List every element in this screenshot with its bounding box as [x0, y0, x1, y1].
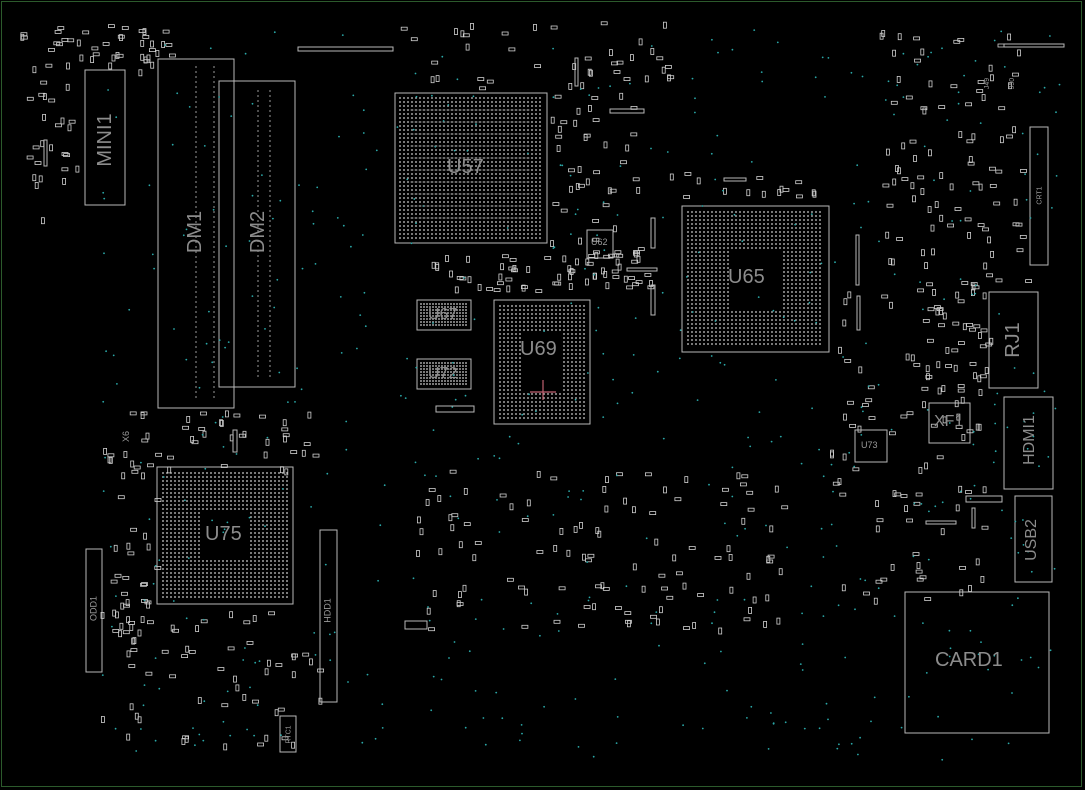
card1-outline: [904, 591, 1050, 734]
connector-bar-7: [925, 520, 957, 525]
connector-bar-2: [609, 108, 645, 114]
vertical-bar-7: [232, 429, 238, 453]
vertical-bar-4: [650, 284, 656, 316]
pads-center-lower: [416, 469, 789, 635]
label-usb2: USB2: [1023, 519, 1040, 561]
label-u69: U69: [520, 338, 557, 360]
u72-pad-grid: [420, 362, 467, 385]
pads-right-top: [879, 30, 1032, 293]
label-dm2: DM2: [247, 210, 269, 254]
pads-left-lower: [103, 410, 320, 476]
pads-right-cluster: [921, 281, 994, 393]
label-j49: J49: [984, 77, 992, 90]
u67-outline: [416, 299, 472, 331]
pads-bottom-left: [100, 611, 325, 751]
u72-outline: [416, 358, 472, 390]
label-j50: J50: [1009, 77, 1017, 90]
connector-bar-4: [626, 267, 658, 272]
usb2-outline: [1014, 495, 1053, 583]
u75-outline: [156, 466, 294, 605]
label-odd1: ODD1: [88, 596, 99, 622]
label-hdmi1: HDMI1: [1021, 415, 1038, 465]
u69-outline: [493, 299, 591, 425]
u62-outline: [586, 229, 614, 259]
bga-pad-grids: [162, 97, 821, 598]
connector-bar-3: [723, 177, 747, 182]
u69-pad-grid: [499, 305, 585, 419]
label-u62: U62: [591, 237, 608, 247]
pads-center-row: [431, 250, 655, 294]
label-u57: U57: [447, 156, 484, 178]
label-rtc1: RTC1: [285, 725, 293, 744]
u75-pad-grid: [162, 472, 288, 598]
u67-pad-grid: [420, 303, 467, 326]
connector-bar-8: [404, 620, 428, 630]
u73-outline: [854, 429, 888, 463]
vertical-bar-6: [971, 507, 976, 529]
label-u75: U75: [205, 523, 242, 545]
vertical-bar-3: [650, 217, 656, 249]
label-rj1: RJ1: [1002, 322, 1024, 358]
connector-bar-1: [1003, 43, 1065, 48]
pads-right-mid: [830, 282, 993, 605]
label-mini1: MINI1: [94, 113, 116, 167]
pads-top-left: [20, 24, 176, 77]
odd1-outline: [85, 548, 103, 673]
dm1-outline: [157, 58, 235, 409]
vias: [101, 29, 1061, 761]
connector-bar-5: [435, 405, 475, 413]
connector-bar-6: [965, 495, 1003, 503]
xf1-outline: [928, 402, 971, 444]
mini1-outline: [84, 69, 126, 206]
label-u73: U73: [861, 440, 878, 450]
u57-outline: [394, 92, 548, 244]
vertical-bar-5: [574, 57, 579, 87]
rj1-outline: [988, 291, 1039, 389]
label-u72: U72: [428, 365, 458, 382]
smd-pads: [20, 21, 1032, 751]
pads-u57-right: [550, 92, 645, 287]
label-xf1: XF1: [934, 413, 964, 430]
label-u67: U67: [428, 306, 458, 323]
pads-top-center: [400, 21, 675, 91]
label-u65: U65: [728, 266, 765, 288]
pads-u65-top: [669, 171, 817, 199]
label-card1: CARD1: [935, 649, 1003, 671]
u65-outline: [681, 205, 830, 353]
rtc1-outline: [279, 715, 297, 753]
component-outlines: [84, 58, 1054, 753]
label-hdd1: HDD1: [322, 598, 333, 623]
hdmi1-outline: [1003, 396, 1054, 490]
crt1-outline: [1029, 126, 1049, 266]
vertical-bar-1: [855, 234, 860, 286]
label-x6: X6: [121, 430, 132, 443]
label-crt1: CRT1: [1036, 186, 1044, 205]
vertical-bar-0: [43, 139, 48, 167]
u65-pad-grid: [687, 211, 821, 345]
connector-bar-0: [297, 46, 394, 52]
dm2-outline: [218, 80, 296, 388]
vertical-bar-2: [856, 295, 861, 331]
hdd1-outline: [319, 529, 338, 703]
pads-left-mid: [26, 80, 80, 225]
pads-u75-left: [110, 469, 162, 645]
label-dm1: DM1: [184, 210, 206, 254]
board-details: [43, 43, 1065, 630]
